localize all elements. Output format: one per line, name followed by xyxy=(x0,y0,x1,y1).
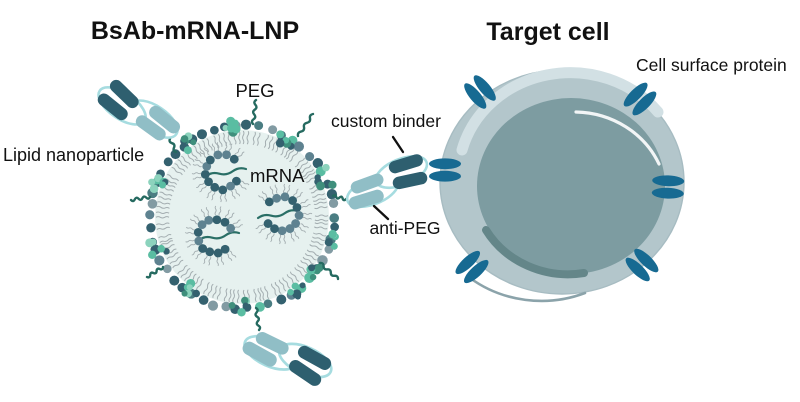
custom-binder-label: custom binder xyxy=(331,111,441,131)
cell-surface-protein-graphic xyxy=(455,250,489,284)
peg-lipid-cluster xyxy=(287,282,306,300)
peg-lipid-cluster xyxy=(181,278,200,298)
anti-peg-label: anti-PEG xyxy=(370,218,441,238)
peg-chain xyxy=(129,195,152,203)
mrna-lipid-complex xyxy=(184,205,243,267)
peg-label: PEG xyxy=(235,80,274,101)
bsab-antibody-bottom xyxy=(242,332,333,386)
cell-surface-protein-graphic xyxy=(625,248,659,282)
cell-surface-protein-graphic xyxy=(651,175,685,199)
peg-lipid-cluster xyxy=(180,132,197,155)
lipid-bilayer xyxy=(145,116,340,317)
peg-chain xyxy=(145,265,165,279)
leader-lines xyxy=(372,135,405,221)
lnp-panel-title: BsAb-mRNA-LNP xyxy=(91,17,299,45)
mrna-label: mRNA xyxy=(250,165,305,186)
cell-surface-protein-graphic xyxy=(464,75,496,109)
lipid-nanoparticle-label: Lipid nanoparticle xyxy=(3,145,144,165)
peg-chain xyxy=(296,112,315,138)
mrna-lipid-complex xyxy=(191,142,250,203)
bsab-antibodies-graphic xyxy=(97,79,429,386)
target-cell-graphic xyxy=(429,67,685,303)
mrna-strand xyxy=(256,209,300,220)
peg-lipid-cluster xyxy=(145,238,170,260)
cell-surface-protein-graphic xyxy=(429,158,461,182)
peg-chain xyxy=(318,261,340,281)
cell-panel-title: Target cell xyxy=(486,18,609,46)
label-layer: BsAb-mRNA-LNP Target cell Cell surface p… xyxy=(3,17,787,238)
peg-lipid-cluster xyxy=(148,174,169,194)
peg-chain xyxy=(254,306,262,332)
anti-peg-pointer-line xyxy=(372,204,390,221)
cell-surface-protein-graphic xyxy=(623,82,657,116)
lipid-nanoparticle-graphic xyxy=(129,98,351,332)
peg-lipid-cluster xyxy=(275,130,295,150)
peg-lipid-cluster xyxy=(306,263,324,281)
bsab-antibody-bridging xyxy=(345,154,429,210)
peg-lipid-cluster xyxy=(222,116,241,137)
cell-surface-protein-label: Cell surface protein xyxy=(636,55,787,75)
peg-chain xyxy=(250,98,258,126)
bsab-antibody-top-left xyxy=(97,79,181,141)
peg-lipid-cluster xyxy=(314,163,337,191)
peg-lipid-cluster xyxy=(228,296,251,317)
mrna-lipid-complex xyxy=(255,183,313,245)
custom-binder-pointer-line xyxy=(391,135,405,154)
peg-lipid-cluster xyxy=(324,229,339,250)
mrna-strand xyxy=(204,167,248,178)
